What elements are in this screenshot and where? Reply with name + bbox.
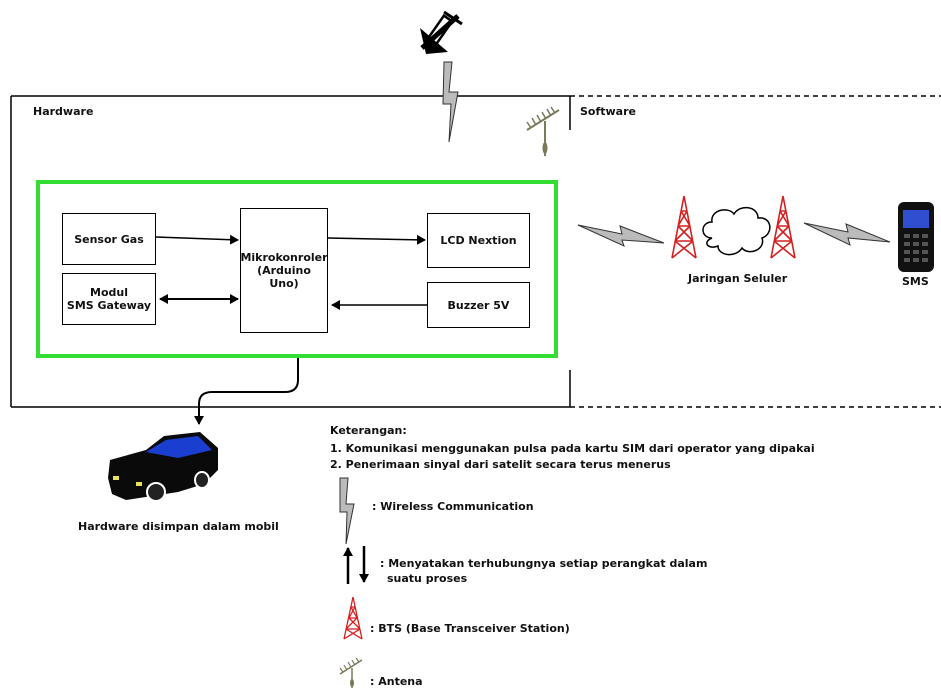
sms-label: SMS	[902, 275, 929, 288]
legend-wireless-label: : Wireless Communication	[372, 500, 534, 513]
bts-tower-icon	[671, 195, 697, 259]
legend-bts-label: : BTS (Base Transceiver Station)	[370, 622, 570, 635]
sensor-gas-label: Sensor Gas	[74, 232, 144, 246]
cloud-icon	[702, 206, 771, 256]
lightning-right-icon	[803, 222, 891, 246]
lcd-block: LCD Nextion	[427, 213, 530, 268]
lightning-icon	[442, 61, 459, 143]
legend-arrows-icon	[343, 546, 369, 584]
legend-bts-icon	[343, 596, 363, 640]
mobile-phone-icon	[898, 202, 934, 272]
legend-antena-label: : Antena	[370, 675, 423, 688]
bts-tower-right-icon	[770, 195, 796, 259]
arrow-sensor-to-mcu	[155, 234, 239, 245]
arrow-mcu-to-lcd	[327, 234, 426, 245]
legend-lightning-icon	[339, 477, 355, 545]
software-label: Software	[580, 105, 636, 118]
legend-note-1: 1. Komunikasi menggunakan pulsa pada kar…	[330, 442, 815, 455]
software-frame	[570, 95, 941, 408]
connector-to-car	[194, 358, 299, 425]
buzzer-block: Buzzer 5V	[427, 282, 530, 328]
lcd-label: LCD Nextion	[440, 234, 517, 247]
arduino-label: (Arduino Uno)	[257, 264, 311, 290]
buzzer-label: Buzzer 5V	[447, 298, 510, 312]
cellular-network-label: Jaringan Seluler	[688, 272, 788, 285]
modul-sms-block: Modul SMS Gateway	[62, 273, 156, 325]
system-boundary	[36, 180, 558, 358]
legend-note-2: 2. Penerimaan sinyal dari satelit secara…	[330, 458, 671, 471]
satellite-icon	[420, 10, 463, 54]
hardware-label: Hardware	[33, 105, 94, 118]
sms-gateway-label: SMS Gateway	[66, 299, 152, 312]
antenna-icon	[526, 106, 560, 156]
mcu-label: Mikrokonroler	[240, 251, 328, 264]
legend-arrows-label-2: suatu proses	[387, 572, 468, 585]
legend-antenna-icon	[339, 657, 363, 688]
car-icon	[108, 432, 218, 502]
microcontroller-block: Mikrokonroler (Arduino Uno)	[240, 208, 328, 333]
modul-label: Modul	[90, 286, 128, 299]
legend-arrows-label-1: : Menyatakan terhubungnya setiap perangk…	[380, 557, 708, 570]
hardware-frame	[10, 95, 571, 408]
lightning-left-icon	[577, 224, 665, 247]
sensor-gas-block: Sensor Gas	[62, 213, 156, 265]
legend-title: Keterangan:	[330, 424, 407, 437]
car-caption: Hardware disimpan dalam mobil	[78, 520, 279, 533]
